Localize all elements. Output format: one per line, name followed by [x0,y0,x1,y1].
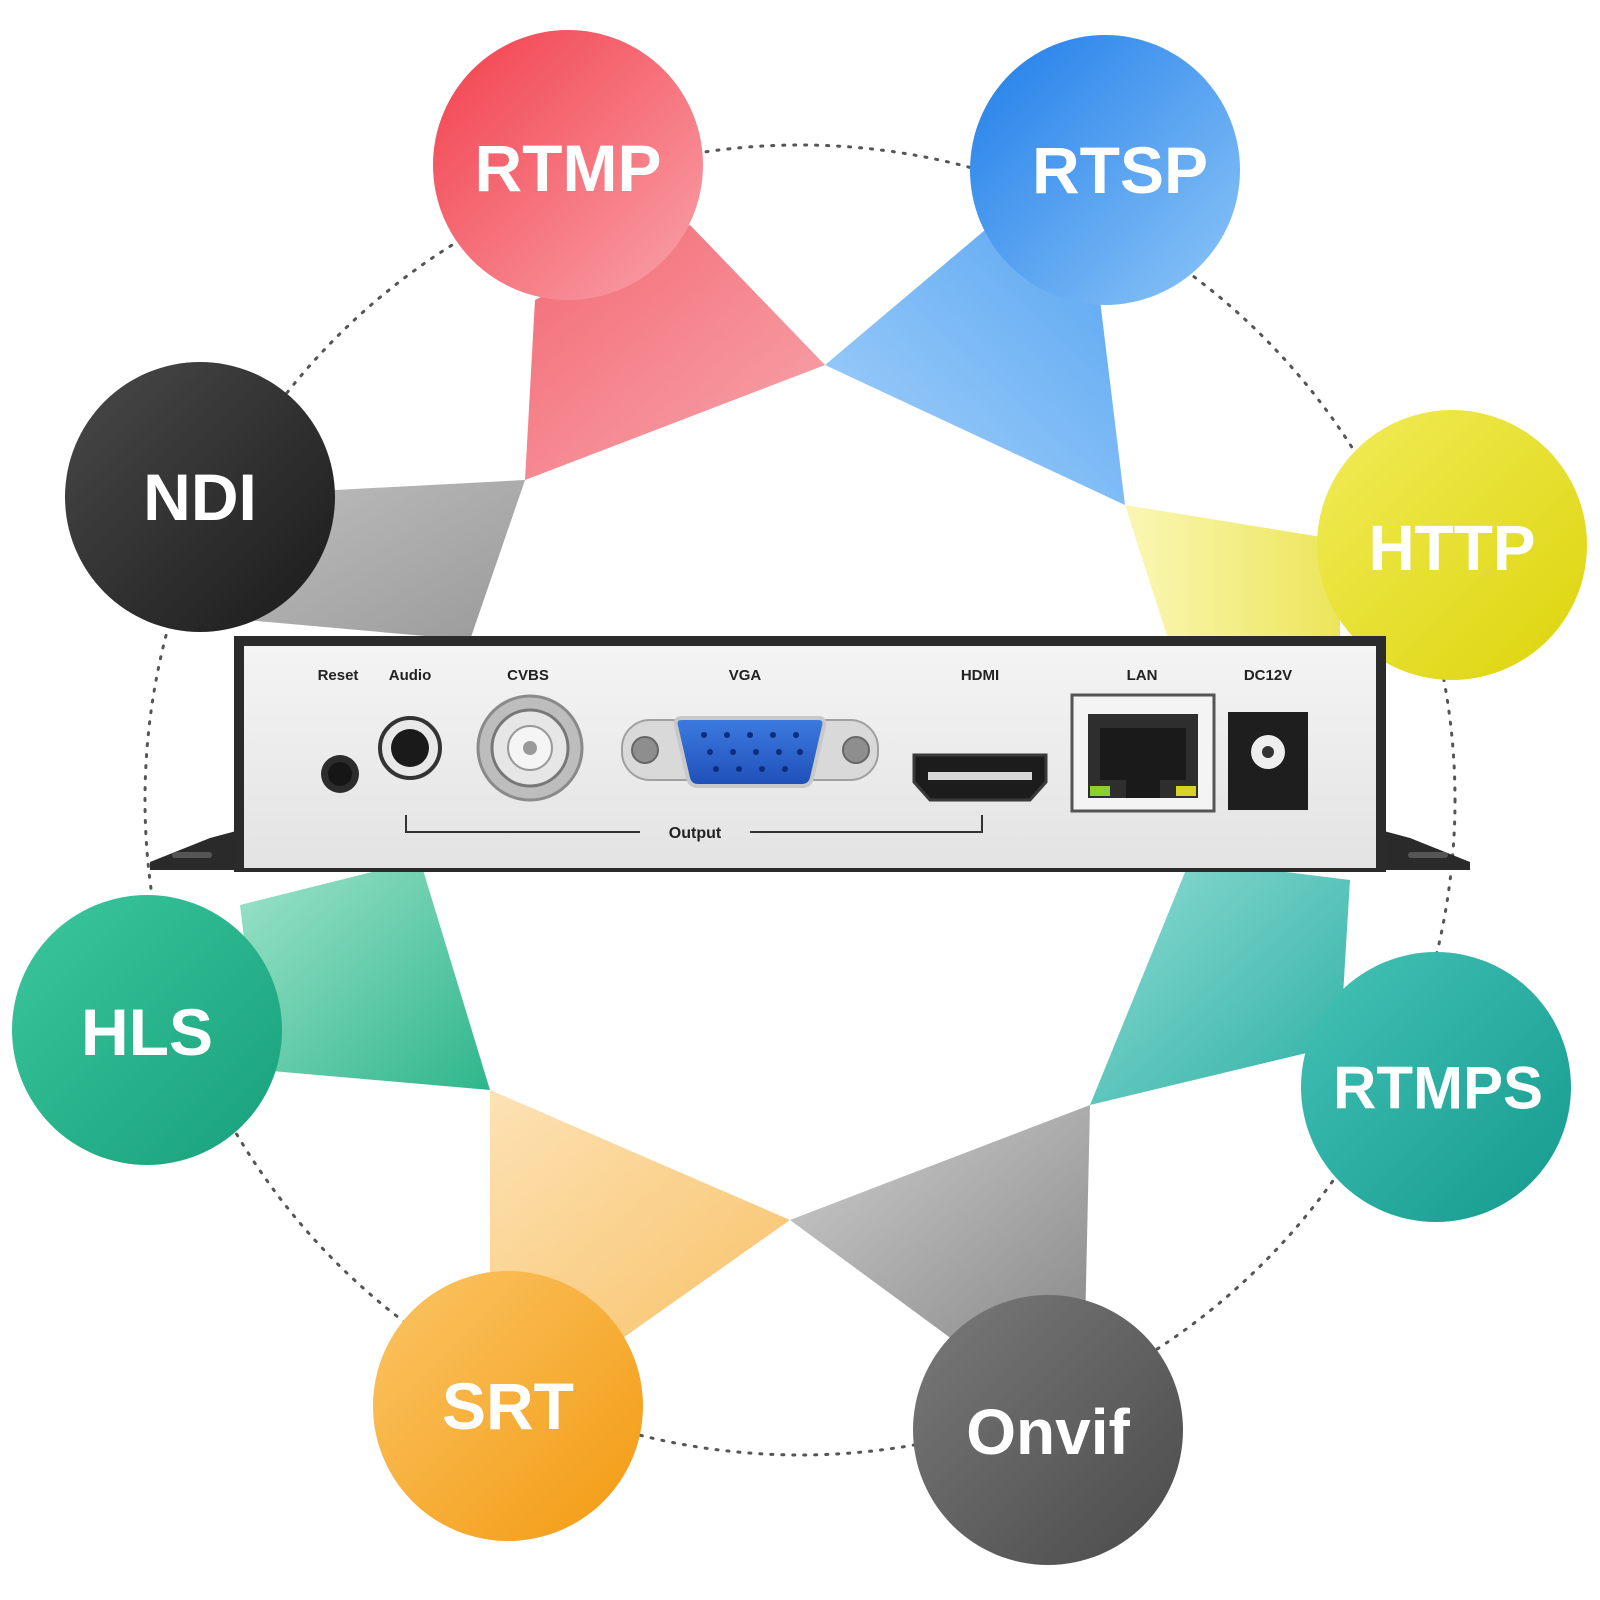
cvbs-bnc-pin [523,741,537,755]
bubble-hls: HLS [12,895,282,1165]
wedge-rtsp [825,230,1125,505]
bubble-srt: SRT [373,1271,643,1541]
encoder-device: Reset Audio CVBS VGA HDMI LAN DC12V [150,636,1470,872]
bubble-rtsp-disc [970,35,1240,305]
bubble-onvif-disc [913,1295,1183,1565]
output-label: Output [669,825,722,842]
bubble-rtmps-disc [1301,952,1571,1222]
bubble-http-label: HTTP [1368,512,1535,584]
wedge-hls [240,860,490,1090]
bubble-rtmps: RTMPS [1301,952,1571,1222]
hdmi-tongue [928,772,1032,780]
wedge-http [1125,505,1340,645]
bubble-rtsp: RTSP [970,35,1240,305]
lan-label: LAN [1127,667,1158,684]
lan-port-clip [1126,780,1160,798]
wedge-onvif [790,1105,1090,1345]
bubble-rtmp: RTMP [433,30,703,300]
bubble-hls-disc [12,895,282,1165]
lan-port-socket [1100,728,1186,780]
cvbs-label: CVBS [507,667,549,684]
right-ear-slot [1408,852,1448,858]
bubble-srt-label: SRT [442,1369,574,1443]
wedge-srt [490,1090,790,1340]
audio-label: Audio [389,667,432,684]
dotted-ring [143,143,1457,1457]
vga-left-screw [631,736,659,764]
reset-button-inner [328,762,352,786]
bubble-ndi-label: NDI [143,460,257,534]
vga-label: VGA [729,667,762,684]
left-ear-slot [172,852,212,858]
bubble-rtmps-label: RTMPS [1333,1055,1543,1122]
bubble-ndi-disc [65,362,335,632]
bubble-http: HTTP [1317,410,1587,680]
vga-pins [701,732,803,772]
bubble-onvif: Onvif [913,1295,1183,1565]
lan-left-led [1090,786,1110,796]
audio-jack-hole [391,729,429,767]
bubble-onvif-label: Onvif [966,1396,1130,1468]
vga-right-screw [842,736,870,764]
right-mounting-ear [1380,830,1470,870]
output-bracket-left [405,815,640,833]
protocol-bubbles: RTMP RTSP HTTP RTMPS Onvif SRT HLS NDI [12,30,1587,1565]
wedge-rtmps [1090,860,1350,1105]
bubble-hls-label: HLS [81,995,213,1069]
bubble-ndi: NDI [65,362,335,632]
bubble-srt-disc [373,1271,643,1541]
bubble-rtmp-label: RTMP [475,131,662,205]
reset-label: Reset [318,667,359,684]
dc-power-pin [1262,746,1274,758]
left-mounting-ear [150,830,240,870]
lan-right-led [1176,786,1196,796]
hdmi-label: HDMI [961,667,999,684]
dc-label: DC12V [1244,667,1292,684]
bubble-http-disc [1317,410,1587,680]
bubble-rtmp-disc [433,30,703,300]
bubble-rtsp-label: RTSP [1032,133,1208,207]
output-bracket-right [750,815,983,833]
